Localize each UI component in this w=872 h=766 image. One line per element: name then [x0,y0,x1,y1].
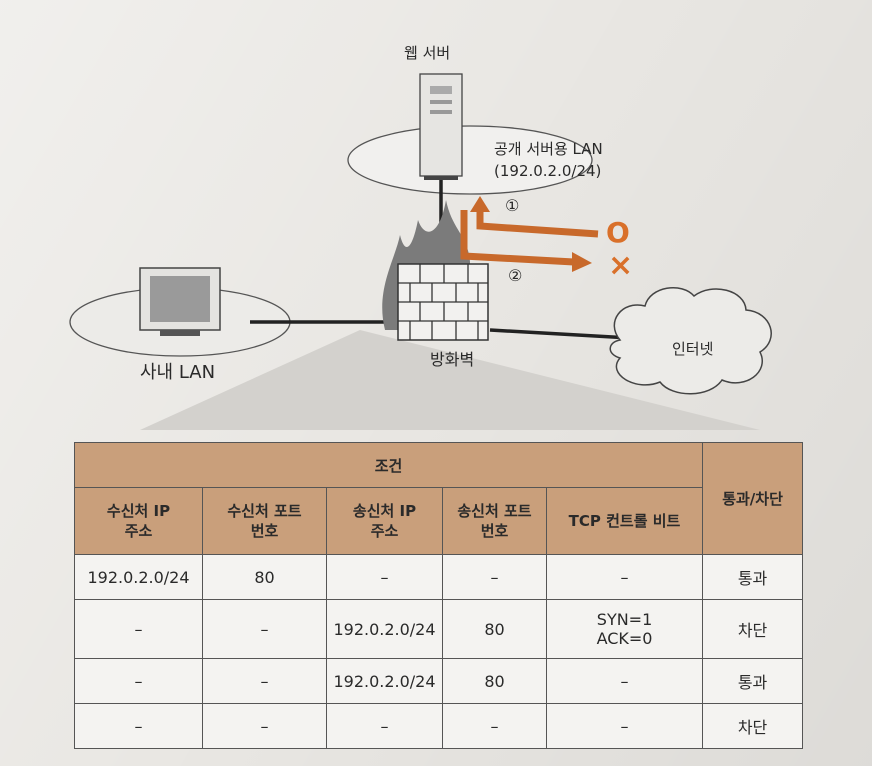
web-server-label: 웹 서버 [404,44,451,62]
pass-block-header: 통과/차단 [702,442,804,555]
table-cell: 통과 [702,658,804,704]
table-cell: – [442,703,547,749]
flow-2-arrow [460,210,592,272]
table-cell: – [442,554,547,600]
table-cell: – [326,554,443,600]
public-lan-subnet-label: (192.0.2.0/24) [494,162,602,180]
public-lan-label: 공개 서버용 LAN [494,140,603,158]
flow-2-marker: ② [508,266,523,285]
tcp-control-bits-header: TCP 컨트롤 비트 [545,487,704,555]
table-cell: 80 [202,554,327,600]
table-cell: 차단 [702,599,804,659]
conditions-header: 조건 [73,442,704,488]
table-row: – – – – – 차단 [74,703,804,749]
table-row: 192.0.2.0/24 80 – – – 통과 [74,554,804,600]
firewall-rules-table: 조건 통과/차단 수신처 IP 주소 수신처 포트 번호 송신처 IP 주소 송… [73,442,804,749]
flow-1-marker: ① [505,196,520,215]
table-cell: 80 [442,599,547,659]
allowed-circle-icon: O [606,216,630,249]
computer-icon [139,267,221,336]
table-cell: 차단 [702,703,804,749]
table-cell: – [326,703,443,749]
table-cell: 192.0.2.0/24 [326,599,443,659]
dest-port-header: 수신처 포트 번호 [202,487,327,555]
blocked-x-icon: × [608,248,634,283]
table-row: – – 192.0.2.0/24 80 SYN=1 ACK=0 차단 [74,599,804,659]
table-cell: 통과 [702,554,804,600]
network-diagram [69,73,772,430]
table-cell: 192.0.2.0/24 [326,658,443,704]
table-cell: – [202,658,327,704]
table-cell: – [545,658,704,704]
table-cell: – [74,703,203,749]
corporate-lan-label: 사내 LAN [140,362,216,383]
firewall-icon [397,263,489,341]
table-cell: – [74,599,203,659]
table-cell: – [545,554,704,600]
internet-cloud-icon [609,287,772,395]
firewall-label: 방화벽 [430,350,475,369]
web-server-icon [419,73,463,180]
table-cell: – [545,703,704,749]
table-row: – – 192.0.2.0/24 80 – 통과 [74,658,804,704]
src-port-header: 송신처 포트 번호 [442,487,547,555]
src-ip-header: 송신처 IP 주소 [326,487,443,555]
table-cell: – [202,703,327,749]
public-lan-ellipse [347,125,593,195]
firewall-shadow [140,330,760,430]
table-cell: 80 [442,658,547,704]
table-cell: – [74,658,203,704]
dest-ip-header: 수신처 IP 주소 [74,487,203,555]
table-cell: – [202,599,327,659]
table-cell: 192.0.2.0/24 [74,554,203,600]
table-cell: SYN=1 ACK=0 [545,599,704,659]
internet-link [489,328,631,340]
flow-1-arrow [470,196,599,238]
internet-label: 인터넷 [672,340,714,358]
